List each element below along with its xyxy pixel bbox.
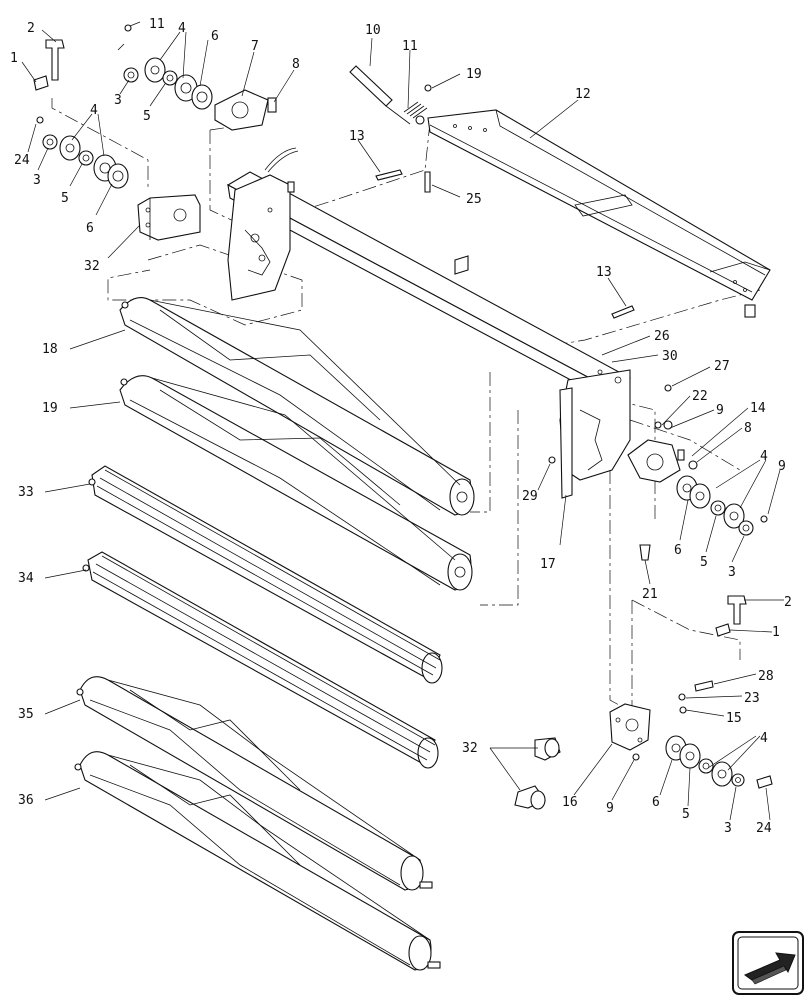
callout-6c: 6 [674, 543, 682, 558]
leader-lines [21, 21, 784, 821]
roller-35 [76, 676, 433, 891]
callout-11: 11 [402, 39, 418, 54]
callout-6d: 6 [652, 795, 660, 810]
callout-35: 35 [18, 707, 34, 722]
roller-36 [74, 751, 441, 971]
callout-34: 34 [18, 571, 34, 586]
callout-9d: 9 [606, 801, 614, 816]
callout-9b: 9 [716, 403, 724, 418]
callout-12: 12 [575, 87, 591, 102]
callout-2a: 2 [27, 21, 35, 36]
callout-10: 10 [365, 23, 381, 38]
bracket-1-2-right [715, 595, 747, 637]
roller-18 [119, 297, 475, 516]
callout-13b: 13 [596, 265, 612, 280]
callout-33: 33 [18, 485, 34, 500]
callout-3c: 3 [728, 565, 736, 580]
callout-27: 26 [654, 329, 670, 344]
callout-1a: 1 [10, 51, 18, 66]
callout-7: 7 [251, 39, 259, 54]
callout-25a: 24 [14, 153, 30, 168]
next-page-button[interactable] [732, 931, 804, 995]
callout-15: 15 [726, 711, 742, 726]
callout-4d: 4 [760, 731, 768, 746]
callout-6a: 6 [211, 29, 219, 44]
callout-16: 16 [562, 795, 578, 810]
callout-32b: 32 [462, 741, 478, 756]
callout-23: 22 [692, 389, 708, 404]
bearing-cluster-left [36, 116, 129, 189]
callout-5a: 5 [143, 109, 151, 124]
bearing-block-32-left [137, 194, 201, 241]
bearing-cluster-top [117, 24, 277, 131]
callout-29: 28 [758, 669, 774, 684]
callout-26: 25 [466, 192, 482, 207]
callout-21: 19 [466, 67, 482, 82]
callout-6b: 6 [86, 221, 94, 236]
rod-assembly [349, 65, 635, 319]
slide-rail-12 [427, 109, 771, 318]
callout-32a: 32 [84, 259, 100, 274]
bearing-housing-32-lower [514, 737, 561, 810]
callout-13a: 13 [349, 129, 365, 144]
callout-17: 17 [540, 557, 556, 572]
callout-9a: 11 [149, 17, 165, 32]
callout-36: 36 [18, 793, 34, 808]
callout-8a: 8 [292, 57, 300, 72]
callout-31: 29 [522, 489, 538, 504]
callout-24: 23 [744, 691, 760, 706]
roller-33 [88, 465, 443, 684]
callout-labels: 1 2 11 4 3 5 6 7 8 4 24 3 5 6 32 10 11 1… [10, 17, 792, 836]
main-frame [226, 147, 632, 499]
callout-28: 27 [714, 359, 730, 374]
callout-30: 30 [662, 349, 678, 364]
roller-34 [82, 551, 439, 769]
callout-5d: 5 [682, 807, 690, 822]
roller-19 [119, 375, 473, 591]
callout-3a: 3 [114, 93, 122, 108]
callout-8b: 8 [744, 421, 752, 436]
callout-14: 14 [750, 401, 766, 416]
callout-22: 21 [642, 587, 658, 602]
next-page-arrow-icon [743, 952, 796, 985]
bearing-cluster-right [548, 384, 768, 561]
callout-4b: 4 [90, 103, 98, 118]
bearing-block-16 [609, 680, 773, 789]
callout-4c: 4 [760, 449, 768, 464]
bracket-1-2-top [33, 39, 65, 91]
callout-1b: 1 [772, 625, 780, 640]
callout-5c: 5 [700, 555, 708, 570]
callout-3b: 3 [33, 173, 41, 188]
callout-9c: 9 [778, 459, 786, 474]
callout-5b: 5 [61, 191, 69, 206]
callout-2b: 2 [784, 595, 792, 610]
callout-25b: 24 [756, 821, 772, 836]
callout-19: 19 [42, 401, 58, 416]
callout-3d: 3 [724, 821, 732, 836]
callout-18: 18 [42, 342, 58, 357]
callout-4a: 4 [178, 21, 186, 36]
